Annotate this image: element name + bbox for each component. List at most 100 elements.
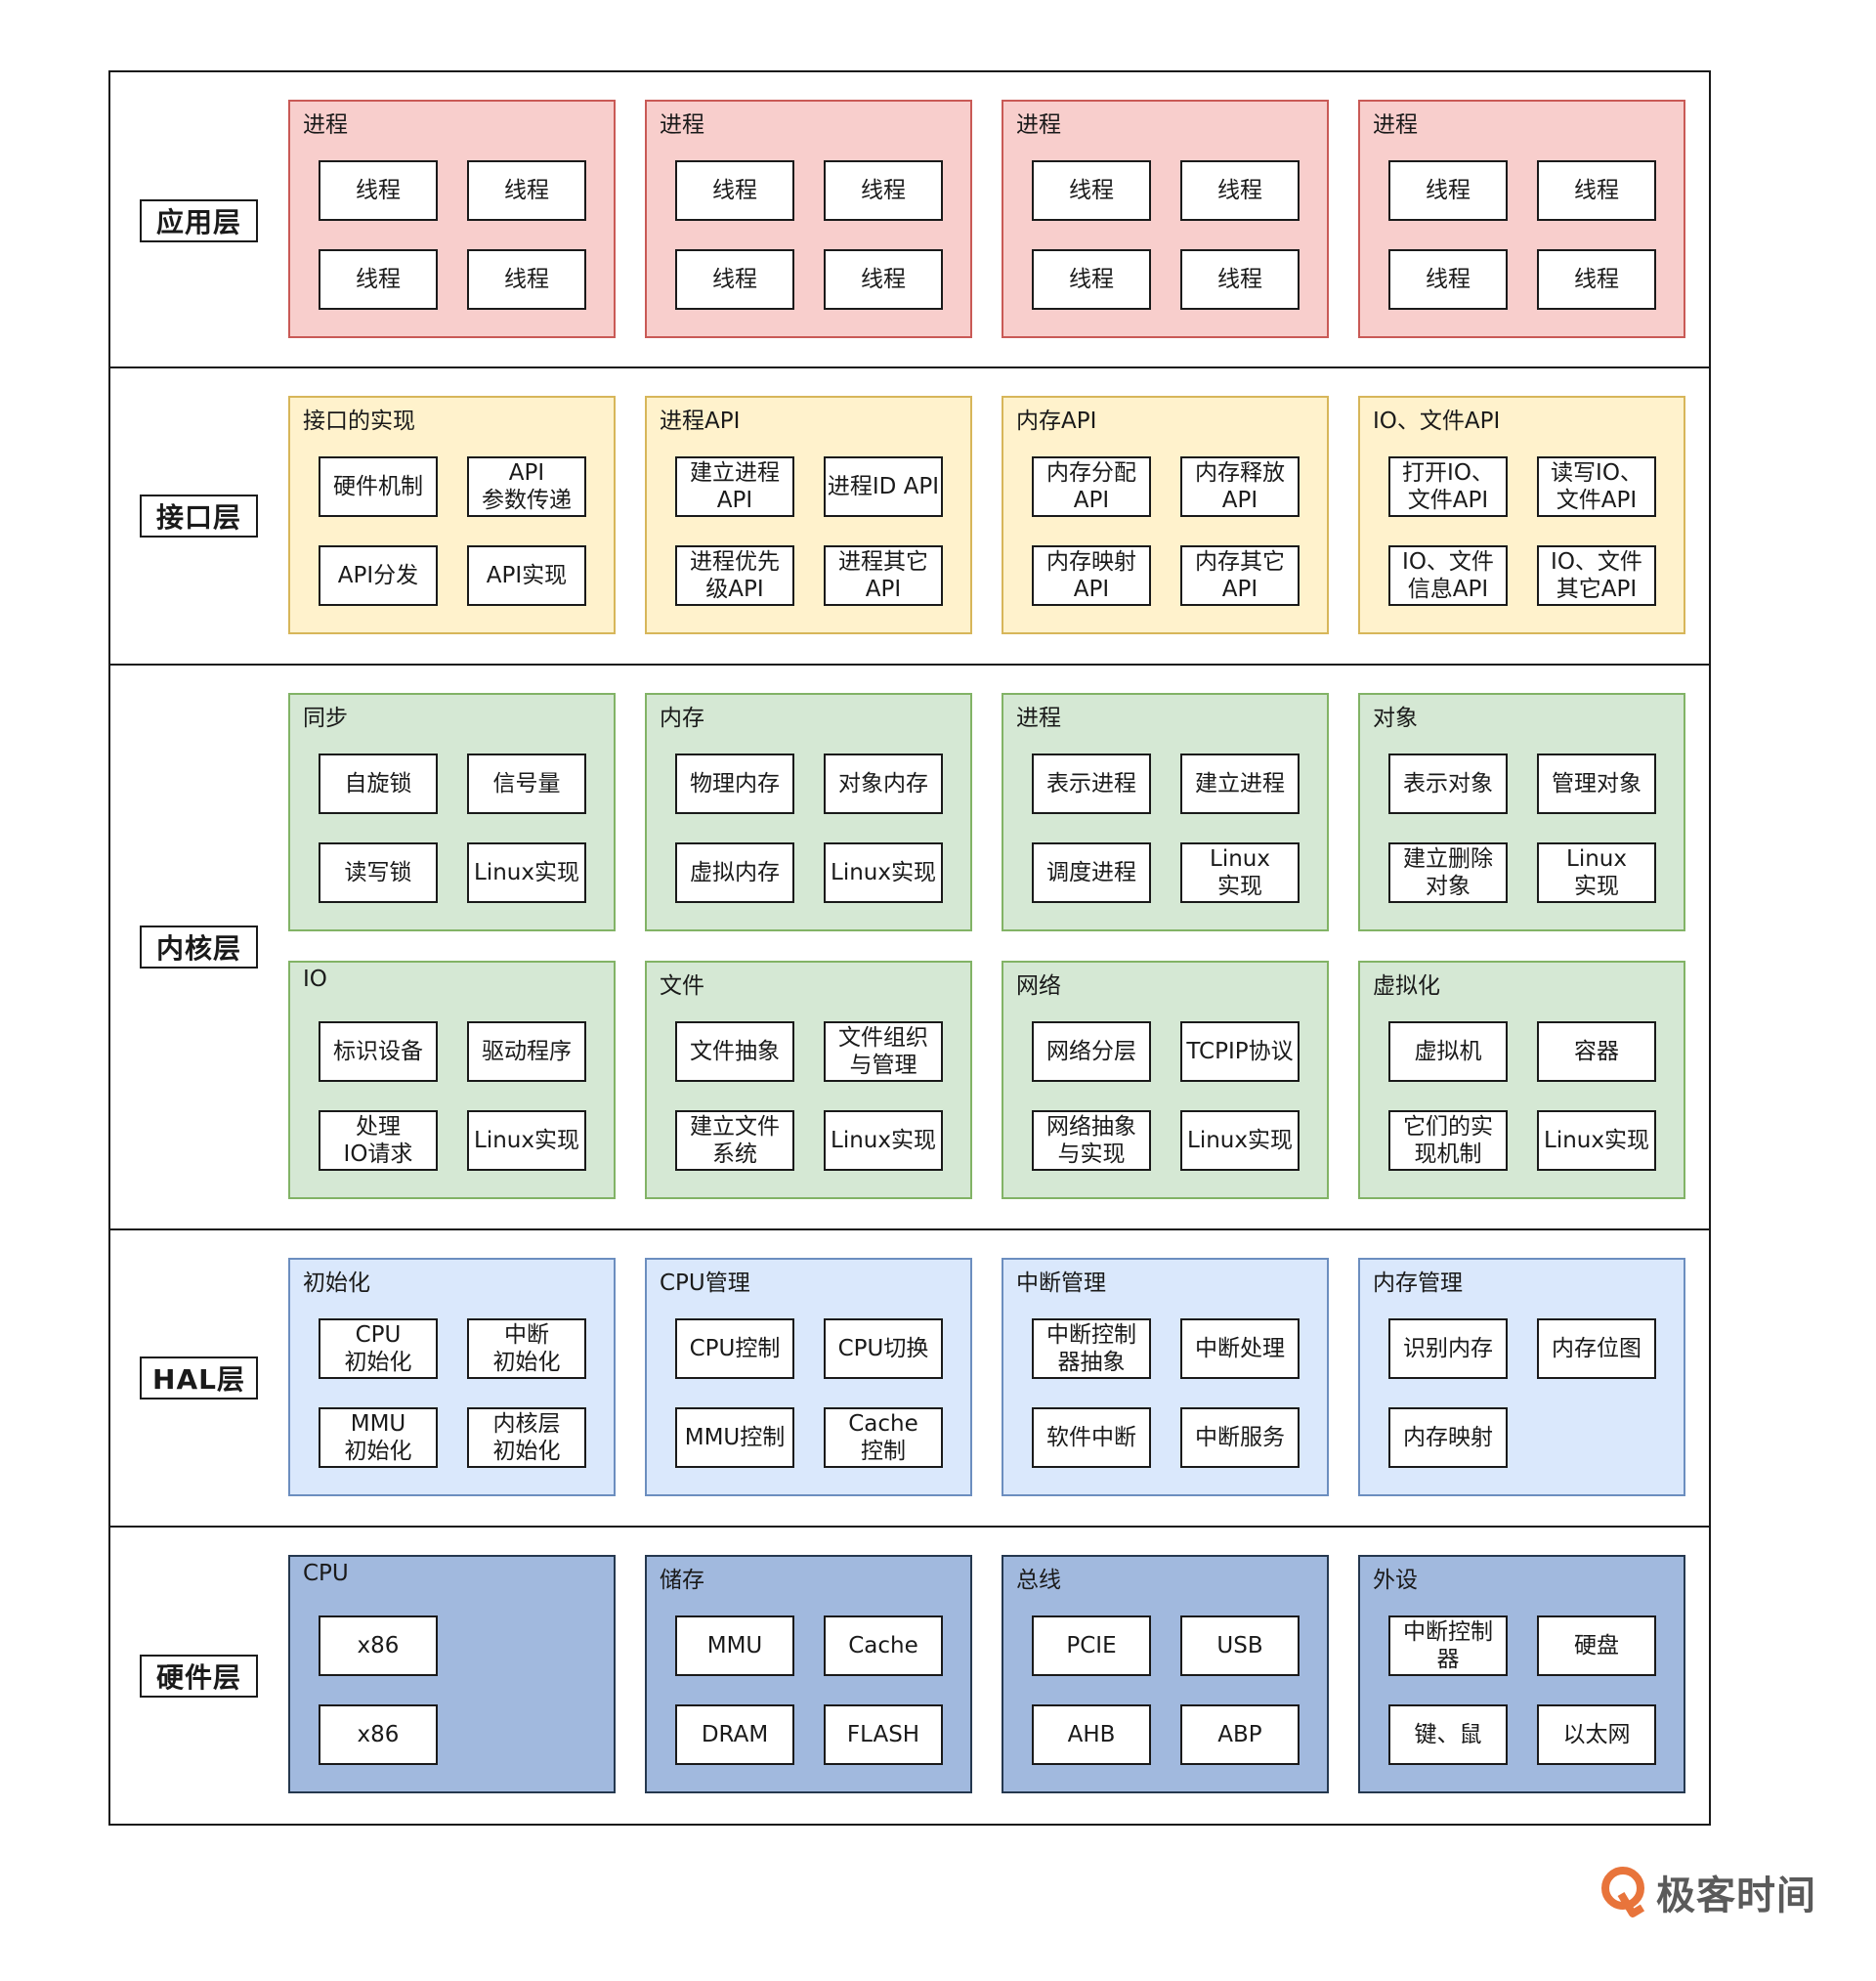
component-box: 文件组织 与管理 [824, 1021, 943, 1082]
component-box: 线程 [824, 249, 943, 310]
component-box: 虚拟内存 [675, 842, 794, 903]
component-box: TCPIP协议 [1180, 1021, 1300, 1082]
group-title: 同步 [303, 706, 348, 731]
component-box: IO、文件 其它API [1537, 545, 1656, 606]
component-box: 网络分层 [1032, 1021, 1151, 1082]
component-box: Cache [824, 1615, 943, 1676]
component-box: 线程 [1388, 160, 1508, 221]
component-box: 建立删除 对象 [1388, 842, 1508, 903]
component-box: MMU [675, 1615, 794, 1676]
group-title: IO [303, 967, 327, 992]
group-title: 内存API [1016, 409, 1097, 434]
component-box: 线程 [675, 160, 794, 221]
component-box: 读写IO、 文件API [1537, 456, 1656, 517]
logo-text: 极客时间 [1656, 1873, 1816, 1918]
layer-label: 应用层 [140, 198, 258, 242]
component-box: 容器 [1537, 1021, 1656, 1082]
component-box: 表示进程 [1032, 754, 1151, 814]
component-box: 内存位图 [1537, 1318, 1656, 1379]
component-box: 线程 [467, 160, 586, 221]
component-box: 驱动程序 [467, 1021, 586, 1082]
component-box: 进程其它 API [824, 545, 943, 606]
component-box: 硬盘 [1537, 1615, 1656, 1676]
group-title: 进程 [1016, 112, 1061, 138]
group-title: 进程 [1373, 112, 1418, 138]
component-box: CPU控制 [675, 1318, 794, 1379]
component-box: Linux实现 [467, 842, 586, 903]
component-box: 建立进程 API [675, 456, 794, 517]
component-box: 标识设备 [319, 1021, 438, 1082]
group-title: 进程API [660, 409, 741, 434]
component-box: 硬件机制 [319, 456, 438, 517]
component-box: 读写锁 [319, 842, 438, 903]
layer-label: 硬件层 [140, 1654, 258, 1698]
group-box: 进程线程线程线程线程 [1358, 100, 1685, 338]
component-box: Linux实现 [1180, 1110, 1300, 1171]
component-box: 内核层 初始化 [467, 1407, 586, 1468]
component-box: 文件抽象 [675, 1021, 794, 1082]
group-title: 初始化 [303, 1270, 370, 1296]
component-box: 内存释放 API [1180, 456, 1300, 517]
component-box: PCIE [1032, 1615, 1151, 1676]
component-box: x86 [319, 1704, 438, 1765]
component-box: Linux 实现 [1537, 842, 1656, 903]
component-box: 虚拟机 [1388, 1021, 1508, 1082]
component-box: MMU控制 [675, 1407, 794, 1468]
group-title: 外设 [1373, 1568, 1418, 1593]
group-title: 接口的实现 [303, 409, 415, 434]
component-box: API 参数传递 [467, 456, 586, 517]
component-box: 内存分配 API [1032, 456, 1151, 517]
component-box: DRAM [675, 1704, 794, 1765]
group-title: 储存 [660, 1568, 704, 1593]
component-box: 中断服务 [1180, 1407, 1300, 1468]
layer-label: 内核层 [140, 926, 258, 969]
group-title: 内存 [660, 706, 704, 731]
group-title: 文件 [660, 973, 704, 999]
component-box: 中断 初始化 [467, 1318, 586, 1379]
component-box: 线程 [675, 249, 794, 310]
component-box: x86 [319, 1615, 438, 1676]
component-box: Linux实现 [824, 1110, 943, 1171]
group-title: 中断管理 [1016, 1270, 1106, 1296]
group-title: 虚拟化 [1373, 973, 1440, 999]
group-box: 外设中断控制 器硬盘键、鼠以太网 [1358, 1555, 1685, 1793]
component-box: 打开IO、 文件API [1388, 456, 1508, 517]
component-box: FLASH [824, 1704, 943, 1765]
component-box: Linux实现 [1537, 1110, 1656, 1171]
component-box: Linux实现 [824, 842, 943, 903]
component-box: 中断控制 器抽象 [1032, 1318, 1151, 1379]
component-box: 线程 [319, 249, 438, 310]
component-box: 线程 [1032, 160, 1151, 221]
component-box: 自旋锁 [319, 754, 438, 814]
component-box: 中断控制 器 [1388, 1615, 1508, 1676]
component-box: 线程 [1180, 160, 1300, 221]
component-box: 线程 [1537, 249, 1656, 310]
component-box: 进程优先 级API [675, 545, 794, 606]
component-box: ABP [1180, 1704, 1300, 1765]
component-box: 键、鼠 [1388, 1704, 1508, 1765]
group-title: IO、文件API [1373, 409, 1501, 434]
group-box: 内存管理识别内存内存位图内存映射 [1358, 1258, 1685, 1496]
group-title: 内存管理 [1373, 1270, 1463, 1296]
component-box: 线程 [467, 249, 586, 310]
component-box: 线程 [1388, 249, 1508, 310]
component-box: 线程 [824, 160, 943, 221]
layer-app: 应用层进程线程线程线程线程进程线程线程线程线程进程线程线程线程线程进程线程线程线… [108, 70, 1711, 368]
component-box: 以太网 [1537, 1704, 1656, 1765]
component-box: 内存映射 API [1032, 545, 1151, 606]
component-box: USB [1180, 1615, 1300, 1676]
